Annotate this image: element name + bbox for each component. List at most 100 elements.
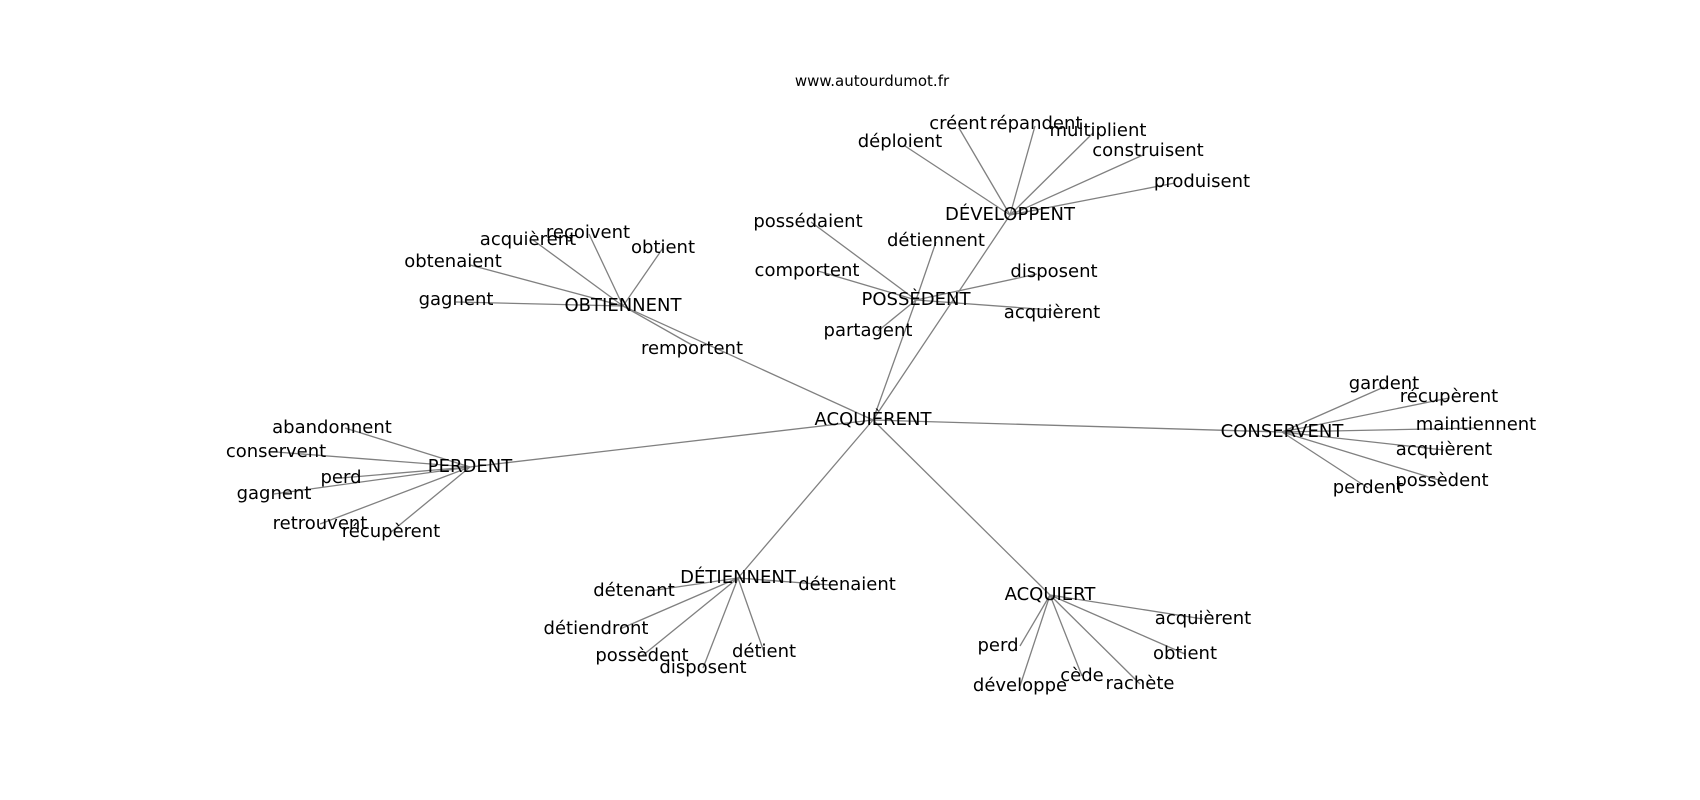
child-node[interactable]: cède: [1060, 665, 1103, 686]
hub-node[interactable]: DÉVELOPPENT: [945, 203, 1076, 225]
edge-hub-to-child: [1009, 182, 1176, 216]
child-node[interactable]: obtenaient: [404, 251, 502, 272]
hub-node[interactable]: OBTIENNENT: [565, 295, 683, 316]
edge-hub-to-child: [1019, 594, 1051, 647]
edge-hub-to-child: [469, 264, 624, 307]
edge-hub-to-child: [588, 233, 624, 307]
child-node[interactable]: récupèrent: [342, 521, 440, 542]
edge-hub-to-child: [319, 466, 471, 525]
edge-hub-to-child: [649, 577, 739, 592]
graph-edges: [273, 125, 1477, 687]
child-node[interactable]: répandent: [990, 113, 1083, 134]
edge-hub-to-child: [1049, 594, 1186, 655]
edge-hub-to-child: [622, 305, 693, 346]
hub-node[interactable]: CONSERVENT: [1221, 421, 1345, 442]
child-node[interactable]: obtient: [1153, 643, 1217, 664]
child-node[interactable]: créent: [929, 113, 987, 134]
edge-hub-to-child: [532, 239, 624, 307]
edge-hub-to-child: [817, 270, 917, 301]
edge-hub-to-child: [1019, 594, 1051, 687]
edge-hub-to-child: [1049, 594, 1083, 677]
edge-hub-to-child: [702, 577, 739, 669]
edge-hub-to-child: [1009, 154, 1144, 216]
child-node[interactable]: récupèrent: [1400, 386, 1498, 407]
edge-hub-to-child: [1049, 594, 1141, 685]
child-node[interactable]: rachète: [1106, 673, 1175, 694]
edge-hub-to-child: [1009, 125, 1036, 216]
edge-hub-to-child: [877, 299, 917, 332]
child-node[interactable]: abandonnent: [272, 417, 392, 438]
child-node[interactable]: conservent: [226, 441, 326, 462]
hub-node[interactable]: PERDENT: [428, 456, 513, 477]
child-node[interactable]: perd: [977, 635, 1018, 656]
child-node[interactable]: perd: [320, 467, 361, 488]
child-node[interactable]: perdent: [1333, 477, 1404, 498]
hub-node[interactable]: ACQUIERT: [1005, 584, 1097, 605]
child-node[interactable]: obtient: [631, 237, 695, 258]
edge-hub-to-child: [1049, 594, 1204, 620]
edge-center-to-hub: [872, 299, 917, 421]
edge-center-to-hub: [872, 419, 1283, 433]
edge-center-to-hub: [622, 305, 874, 421]
edge-hub-to-child: [340, 466, 471, 479]
edge-center-to-hub: [737, 419, 874, 579]
edge-hub-to-child: [737, 577, 765, 653]
child-node[interactable]: acquièrent: [1004, 302, 1100, 323]
edge-hub-to-child: [737, 577, 831, 586]
edge-hub-to-child: [904, 145, 1011, 216]
edge-hub-to-child: [641, 577, 739, 657]
child-node[interactable]: possédaient: [753, 211, 862, 232]
child-node[interactable]: remportent: [641, 338, 743, 359]
edge-hub-to-child: [1009, 132, 1094, 216]
child-node[interactable]: gagnent: [419, 289, 494, 310]
edge-hub-to-child: [1281, 431, 1443, 482]
hub-node[interactable]: POSSÈDENT: [862, 288, 972, 310]
edge-hub-to-child: [622, 247, 664, 307]
edge-center-to-hub: [872, 419, 1051, 596]
edge-hub-to-child: [390, 466, 471, 533]
child-node[interactable]: construisent: [1092, 140, 1203, 161]
child-node[interactable]: possèdent: [1395, 470, 1488, 491]
edge-center-to-hub: [469, 419, 874, 468]
child-node[interactable]: acquièrent: [1155, 608, 1251, 629]
edge-hub-to-child: [344, 427, 471, 468]
child-node[interactable]: multiplient: [1050, 120, 1147, 141]
edge-hub-to-child: [1281, 431, 1445, 451]
child-node[interactable]: disposent: [1010, 261, 1097, 282]
child-node[interactable]: disposent: [659, 657, 746, 678]
edge-hub-to-child: [915, 273, 1038, 301]
edge-hub-to-child: [1281, 397, 1450, 433]
edge-hub-to-child: [915, 241, 937, 301]
child-node[interactable]: reçoivent: [546, 222, 630, 243]
child-node[interactable]: maintiennent: [1416, 414, 1536, 435]
child-node[interactable]: possèdent: [595, 645, 688, 666]
edge-hub-to-child: [958, 127, 1011, 216]
child-node[interactable]: comportent: [755, 260, 860, 281]
edge-hub-to-child: [275, 451, 471, 468]
edge-hub-to-child: [273, 466, 471, 495]
child-node[interactable]: gagnent: [237, 483, 312, 504]
child-node[interactable]: détenant: [593, 580, 675, 601]
child-node[interactable]: acquièrent: [480, 229, 576, 250]
edge-center-to-hub: [872, 214, 1011, 421]
edge-hub-to-child: [1281, 427, 1477, 433]
site-url-label: www.autourdumot.fr: [794, 72, 950, 90]
child-node[interactable]: détiendront: [544, 618, 649, 639]
child-node[interactable]: développe: [973, 675, 1067, 696]
child-node[interactable]: gardent: [1349, 373, 1420, 394]
edge-hub-to-child: [1281, 386, 1385, 433]
edge-hub-to-child: [1281, 431, 1369, 489]
child-node[interactable]: acquièrent: [1396, 439, 1492, 460]
child-node[interactable]: détenaient: [798, 574, 896, 595]
child-node[interactable]: partagent: [824, 320, 913, 341]
child-node[interactable]: déploient: [858, 131, 942, 152]
child-node[interactable]: détient: [732, 641, 796, 662]
hub-node[interactable]: DÉTIENNENT: [680, 566, 797, 588]
center-node[interactable]: ACQUIÈRENT: [815, 408, 933, 430]
child-node[interactable]: produisent: [1154, 171, 1250, 192]
child-node[interactable]: retrouvent: [273, 513, 368, 534]
child-node[interactable]: détiennent: [887, 230, 985, 251]
edge-hub-to-child: [619, 577, 739, 630]
